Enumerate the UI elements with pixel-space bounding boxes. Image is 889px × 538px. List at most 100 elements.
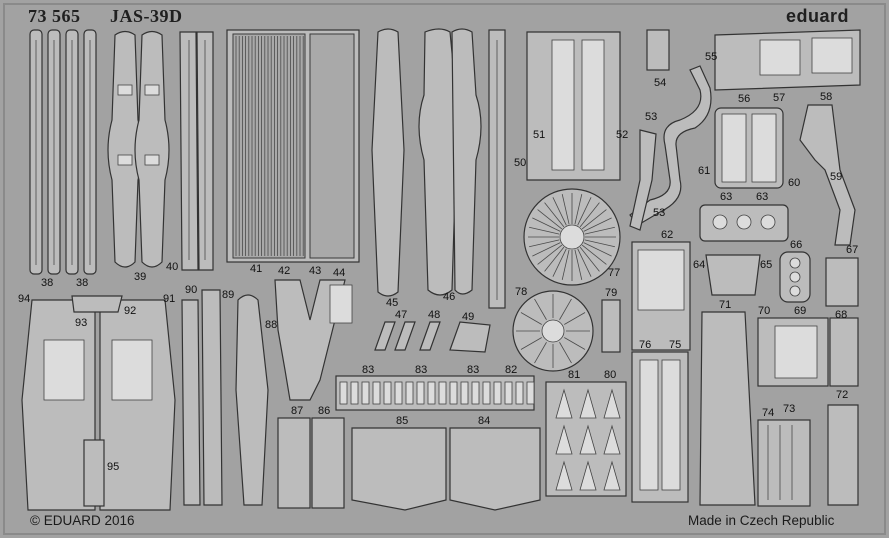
part-95	[83, 439, 105, 507]
label-88: 88	[265, 319, 278, 331]
part-88-90	[181, 289, 269, 506]
part-50	[488, 29, 506, 309]
label-72: 72	[836, 389, 849, 401]
label-60: 60	[788, 177, 801, 189]
part-92-93	[71, 295, 123, 313]
label-65: 65	[760, 259, 773, 271]
label-75: 75	[669, 339, 682, 351]
part-59	[799, 104, 856, 246]
part-41	[226, 29, 360, 263]
label-51: 51	[533, 129, 546, 141]
label-81: 81	[568, 369, 581, 381]
label-83-b: 83	[415, 364, 428, 376]
part-64-65	[705, 254, 761, 296]
part-73-74	[757, 419, 811, 507]
part-71	[699, 311, 756, 506]
part-84-85	[351, 427, 541, 511]
label-67: 67	[846, 244, 859, 256]
label-89: 89	[222, 289, 235, 301]
label-85: 85	[396, 415, 409, 427]
part-72	[827, 404, 859, 506]
label-58: 58	[820, 91, 833, 103]
part-75-76	[631, 351, 689, 503]
label-50: 50	[514, 157, 527, 169]
part-63	[699, 204, 789, 242]
part-53	[629, 65, 712, 231]
label-59: 59	[830, 171, 843, 183]
part-80-81	[545, 381, 627, 497]
brand-logo: eduard	[786, 6, 850, 26]
part-79	[601, 299, 621, 353]
label-56: 56	[738, 93, 751, 105]
label-83-c: 83	[467, 364, 480, 376]
label-38-b: 38	[76, 277, 89, 289]
label-90: 90	[185, 284, 198, 296]
label-68: 68	[835, 309, 848, 321]
label-86: 86	[318, 405, 331, 417]
label-70: 70	[758, 305, 771, 317]
origin-label: Made in Czech Republic	[688, 513, 835, 528]
label-77: 77	[608, 267, 621, 279]
label-52: 52	[616, 129, 629, 141]
label-69: 69	[794, 305, 807, 317]
part-82-83	[335, 375, 535, 411]
label-83-a: 83	[362, 364, 375, 376]
model-name: JAS-39D	[110, 6, 183, 26]
label-64: 64	[693, 259, 706, 271]
label-54: 54	[654, 77, 667, 89]
label-46: 46	[443, 291, 456, 303]
part-42-44	[274, 279, 353, 401]
label-80: 80	[604, 369, 617, 381]
label-48: 48	[428, 309, 441, 321]
part-61	[714, 107, 784, 189]
part-51-52	[526, 31, 621, 181]
label-44: 44	[333, 267, 346, 279]
part-62	[631, 241, 691, 351]
copyright: © EDUARD 2016	[30, 513, 135, 528]
label-41: 41	[250, 263, 263, 275]
label-63-a: 63	[720, 191, 733, 203]
part-67	[825, 257, 859, 307]
label-55: 55	[705, 51, 718, 63]
part-77	[523, 188, 621, 286]
label-38-a: 38	[41, 277, 54, 289]
label-93: 93	[75, 317, 88, 329]
label-94: 94	[18, 293, 31, 305]
part-47-49	[374, 321, 491, 353]
label-63-b: 63	[756, 191, 769, 203]
label-91: 91	[163, 293, 176, 305]
label-53-a: 53	[645, 111, 658, 123]
label-79: 79	[605, 287, 618, 299]
label-57: 57	[773, 92, 786, 104]
label-40: 40	[166, 261, 179, 273]
part-91-94	[21, 299, 176, 511]
part-54	[646, 29, 670, 71]
label-47: 47	[395, 309, 408, 321]
part-40	[179, 31, 214, 271]
part-68-70	[757, 317, 859, 387]
label-71: 71	[719, 299, 732, 311]
part-38-strips	[29, 29, 97, 275]
label-82: 82	[505, 364, 518, 376]
part-86-87	[277, 417, 345, 509]
label-53-b: 53	[653, 207, 666, 219]
label-62: 62	[661, 229, 674, 241]
label-61: 61	[698, 165, 711, 177]
part-45-46	[371, 28, 482, 297]
part-39	[107, 30, 170, 268]
label-95: 95	[107, 461, 120, 473]
set-number: 73 565	[28, 6, 81, 26]
part-66	[779, 251, 811, 303]
label-78: 78	[515, 286, 528, 298]
label-45: 45	[386, 297, 399, 309]
label-49: 49	[462, 311, 475, 323]
label-73: 73	[783, 403, 796, 415]
label-74: 74	[762, 407, 775, 419]
label-39: 39	[134, 271, 147, 283]
label-43: 43	[309, 265, 322, 277]
label-76: 76	[639, 339, 652, 351]
part-78	[512, 290, 594, 372]
label-87: 87	[291, 405, 304, 417]
